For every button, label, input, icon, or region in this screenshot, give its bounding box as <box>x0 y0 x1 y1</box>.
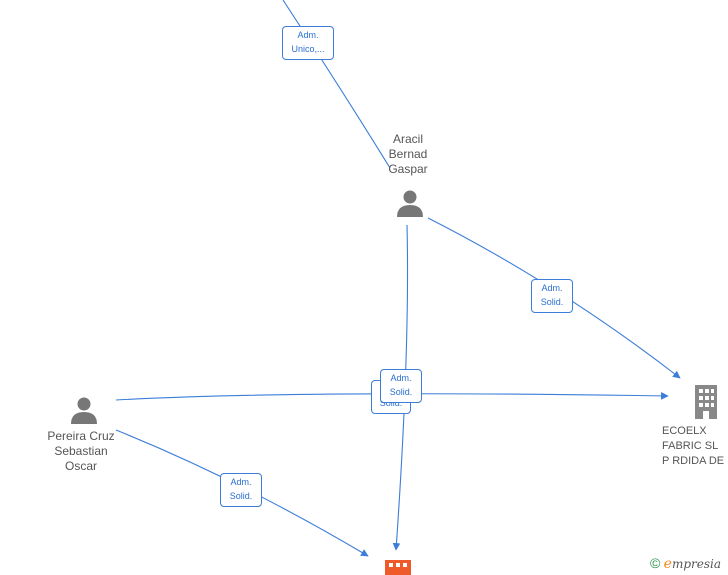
edge-label-aracil-to-focus[interactable]: Adm. Solid. <box>380 369 422 403</box>
edge-aracil-to-focus <box>392 224 409 551</box>
edge-top-to-aracil <box>282 0 391 169</box>
node-label-aracil[interactable]: Aracil Bernad Gaspar <box>388 132 428 176</box>
brand-name: mpresia <box>671 557 722 571</box>
node-label-ecoelx[interactable]: ECOELX FABRIC SL P RDIDA DE <box>662 425 725 467</box>
edge-label-aracil-to-ecoelx[interactable]: Adm. Solid. <box>531 279 573 313</box>
edge-pereira-to-ecoelx <box>115 392 669 401</box>
brand-e: e <box>663 556 672 572</box>
building-icon[interactable] <box>385 558 411 575</box>
person-icon[interactable] <box>69 395 99 425</box>
building-icon[interactable] <box>693 385 721 419</box>
edge-label-pereira-to-focus[interactable]: Adm. Solid. <box>220 473 262 507</box>
copyright-symbol: © <box>650 555 661 571</box>
node-label-pereira[interactable]: Pereira Cruz Sebastian Oscar <box>47 429 115 473</box>
empresia-watermark: © empresia <box>650 555 721 572</box>
edge-label-top-to-aracil[interactable]: Adm. Unico,... <box>282 26 334 60</box>
person-icon[interactable] <box>395 188 425 218</box>
